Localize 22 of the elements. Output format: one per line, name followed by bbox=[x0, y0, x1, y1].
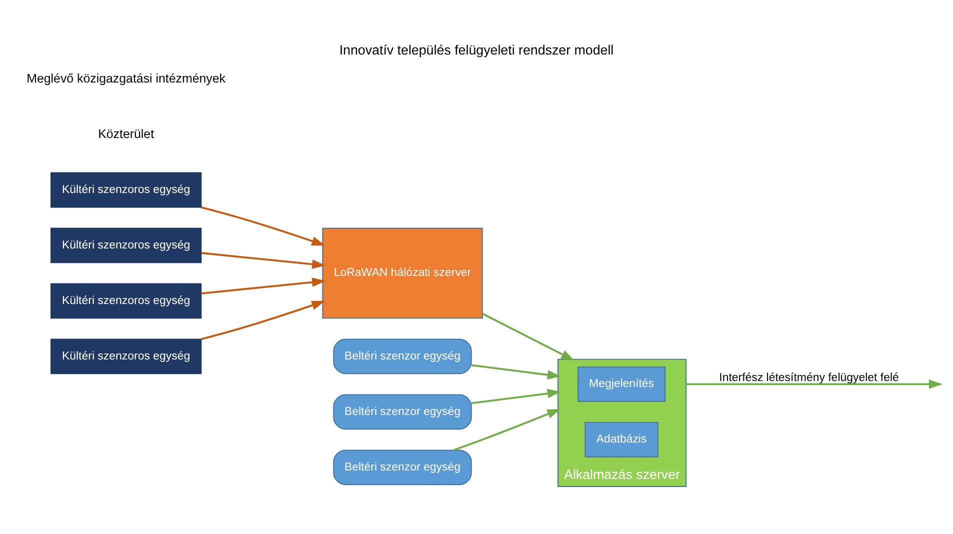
node-box: Kültéri szenzoros egység bbox=[50, 228, 202, 264]
arrow bbox=[471, 388, 561, 404]
node-box: Beltéri szenzor egység bbox=[333, 394, 472, 430]
arrow bbox=[200, 300, 326, 340]
arrow bbox=[453, 408, 561, 451]
arrow bbox=[200, 206, 326, 246]
diagram-title: Innovatív település felügyeleti rendszer modell bbox=[339, 42, 614, 58]
node-box: Kültéri szenzoros egység bbox=[50, 338, 202, 374]
node-box: Beltéri szenzor egység bbox=[333, 450, 472, 486]
arrow bbox=[471, 364, 561, 380]
node-box: Adatbázis bbox=[584, 422, 658, 458]
edge-label: Interfész létesítmény felügyelet felé bbox=[719, 372, 899, 384]
arrow bbox=[201, 252, 326, 269]
node-box: Megjelenítés bbox=[578, 366, 666, 402]
node-box: Kültéri szenzoros egység bbox=[50, 283, 202, 319]
label: Meglévő közigazgatási intézmények bbox=[26, 71, 226, 86]
arrow bbox=[482, 312, 575, 361]
node-box: Kültéri szenzoros egység bbox=[50, 172, 202, 208]
node-box: Beltéri szenzor egység bbox=[333, 338, 472, 374]
arrow bbox=[201, 278, 326, 294]
label: Közterület bbox=[98, 126, 154, 141]
node-box: LoRaWAN hálózati szerver bbox=[322, 228, 483, 319]
